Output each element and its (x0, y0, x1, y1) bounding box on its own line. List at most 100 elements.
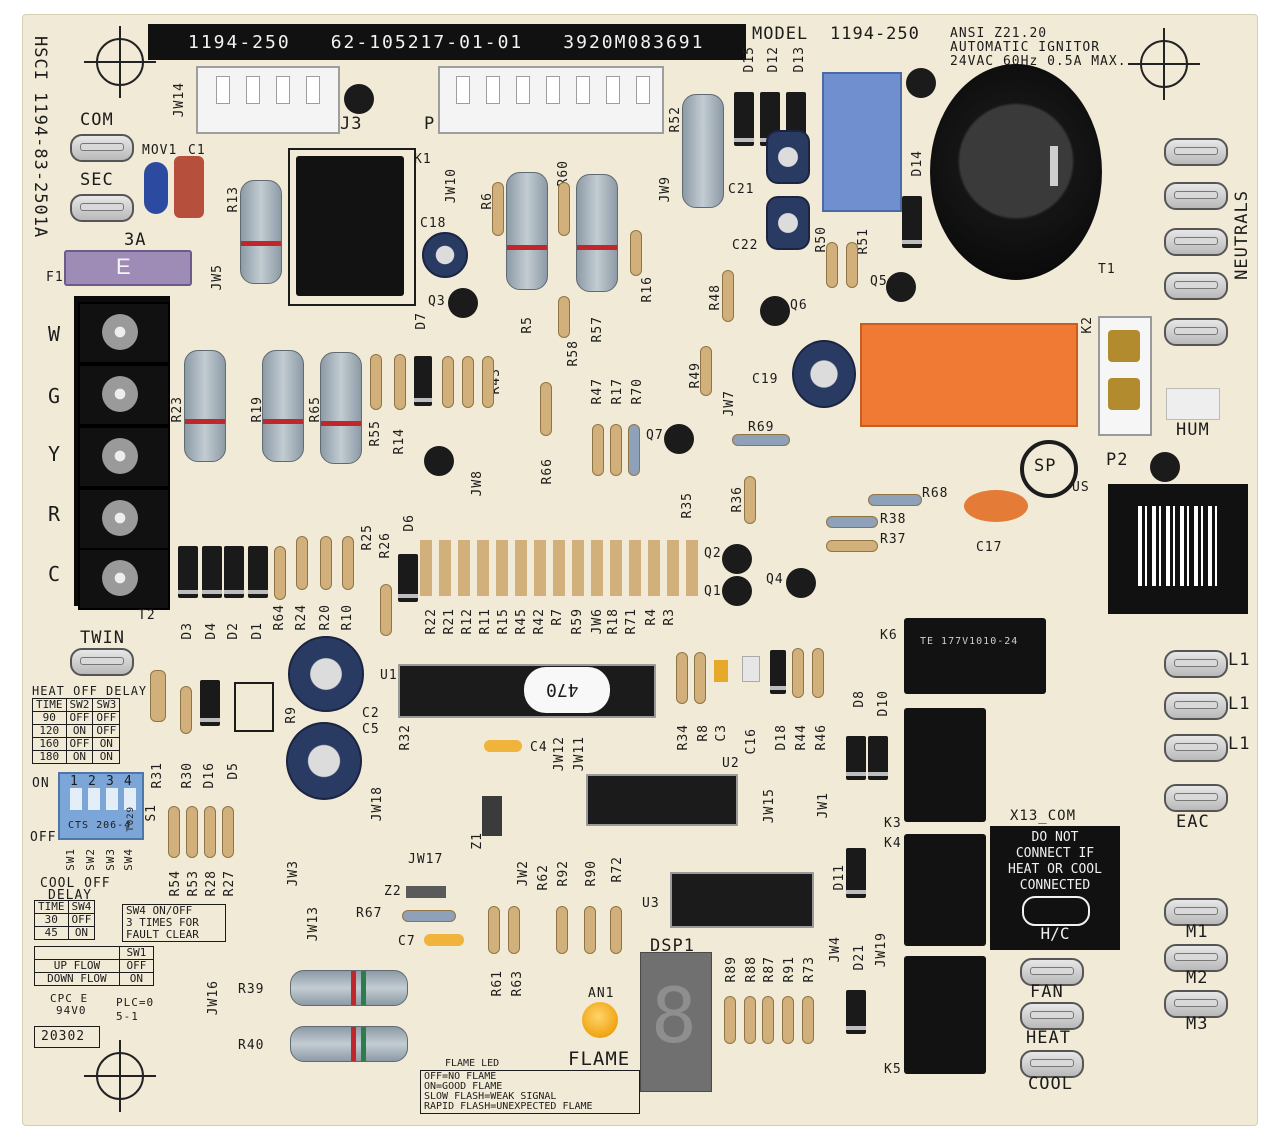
r44-label: R44 (794, 724, 809, 751)
k6-label: K6 (880, 628, 898, 643)
r90-label: R90 (584, 860, 599, 887)
neutral-terminal-5[interactable] (1164, 318, 1228, 346)
table-row: 90 OFF OFF (32, 711, 121, 725)
mov1-varistor (144, 162, 168, 214)
r8-label: R8 (696, 724, 711, 742)
jw9-label: JW9 (658, 176, 673, 203)
capacitor-c19 (792, 340, 856, 408)
connector-p1-pin (576, 76, 590, 104)
m3-label: M3 (1186, 1014, 1209, 1034)
sw1-label: SW1 (64, 848, 77, 871)
fan-terminal[interactable] (1020, 958, 1084, 986)
r61-label: R61 (490, 970, 505, 997)
dip-toggle-1[interactable] (70, 788, 82, 810)
resistor-r54 (168, 806, 180, 858)
csa-certification-mark: SP (1020, 440, 1078, 498)
com-terminal[interactable] (70, 134, 134, 162)
table-header-cell: SW1 (118, 946, 155, 960)
transistor-q-mid (424, 446, 454, 476)
r67-label: R67 (356, 906, 383, 921)
m2-terminal[interactable] (1164, 944, 1228, 972)
r27-label: R27 (222, 870, 237, 897)
d4-label: D4 (204, 622, 219, 640)
resistor-r72 (610, 906, 622, 954)
connector-p1[interactable] (438, 66, 664, 134)
hc-jumper[interactable] (1022, 896, 1090, 926)
zener-z3 (234, 682, 274, 732)
resistor-r49 (700, 346, 712, 396)
c7-label: C7 (398, 934, 416, 949)
neutral-terminal-3[interactable] (1164, 228, 1228, 256)
l1-terminal-1[interactable] (1164, 650, 1228, 678)
flammability-label: 94V0 (56, 1004, 87, 1017)
c2-label: C2 (362, 706, 380, 721)
diode-d8 (846, 736, 866, 780)
terminal-screw-w[interactable] (78, 302, 170, 364)
d7-label: D7 (414, 312, 429, 330)
resistor-band (185, 419, 225, 424)
resistor-r50 (826, 242, 838, 288)
sw4-note-line-1: SW4 ON/OFF (126, 904, 193, 917)
transistor-q5 (886, 272, 916, 302)
r32-label: R32 (398, 724, 413, 751)
relay-k3 (904, 708, 986, 822)
p2-label: P2 (1106, 450, 1129, 470)
terminal-screw-c[interactable] (78, 548, 170, 610)
resistor-r89 (724, 996, 736, 1044)
k1-outline (288, 148, 416, 306)
m3-terminal[interactable] (1164, 990, 1228, 1018)
hum-pin-2 (1108, 378, 1140, 410)
d13-label: D13 (792, 46, 807, 73)
heat-label: HEAT (1026, 1028, 1071, 1048)
diode-d18 (770, 650, 786, 694)
twin-label: TWIN (80, 628, 125, 648)
r66-label: R66 (540, 458, 555, 485)
dip-toggle-4[interactable] (124, 788, 136, 810)
dip-number-3: 3 (106, 774, 115, 789)
terminal-screw-y[interactable] (78, 426, 170, 488)
connector-j3[interactable] (196, 66, 340, 134)
an1-label: AN1 (588, 986, 615, 1001)
diode-d15 (734, 92, 754, 146)
hum-terminal[interactable] (1166, 388, 1220, 420)
terminal-label-r: R (48, 502, 62, 526)
m1-label: M1 (1186, 922, 1209, 942)
resistor-row-label: R15 (496, 608, 511, 635)
resistor-r73 (802, 996, 814, 1044)
table-cell: ON (67, 926, 96, 940)
hum-pin-1 (1108, 330, 1140, 362)
fuse-f1[interactable]: E (64, 250, 192, 286)
r53-label: R53 (186, 870, 201, 897)
resistor-row-label: R11 (478, 608, 493, 635)
m1-terminal[interactable] (1164, 898, 1228, 926)
l1-terminal-3[interactable] (1164, 734, 1228, 762)
twin-terminal[interactable] (70, 648, 134, 676)
resistor-r34 (676, 652, 688, 704)
datamatrix-pattern (1138, 506, 1218, 586)
transistor-q7 (664, 424, 694, 454)
fuse-letter: E (116, 254, 131, 279)
sec-terminal[interactable] (70, 194, 134, 222)
jw14-label: JW14 (172, 82, 187, 118)
c1-capacitor (174, 156, 204, 218)
neutral-terminal-4[interactable] (1164, 272, 1228, 300)
neutral-terminal-2[interactable] (1164, 182, 1228, 210)
cool-off-title-1: COOL OFF (40, 876, 111, 891)
neutral-terminal-1[interactable] (1164, 138, 1228, 166)
capacitor-c4 (484, 740, 522, 752)
datamatrix-code (1108, 484, 1248, 614)
heat-terminal[interactable] (1020, 1002, 1084, 1030)
terminal-screw-r[interactable] (78, 488, 170, 550)
r89-label: R89 (724, 956, 739, 983)
r51-label: R51 (856, 228, 871, 255)
dip-toggle-3[interactable] (106, 788, 118, 810)
r25-label: R25 (360, 524, 375, 551)
l1-terminal-2[interactable] (1164, 692, 1228, 720)
cool-terminal[interactable] (1020, 1050, 1084, 1078)
capacitor-c17 (964, 490, 1028, 522)
connector-j3-pin (306, 76, 320, 104)
dip-toggle-2[interactable] (88, 788, 100, 810)
terminal-screw-g[interactable] (78, 364, 170, 426)
c22-label: C22 (732, 238, 759, 253)
eac-terminal[interactable] (1164, 784, 1228, 812)
